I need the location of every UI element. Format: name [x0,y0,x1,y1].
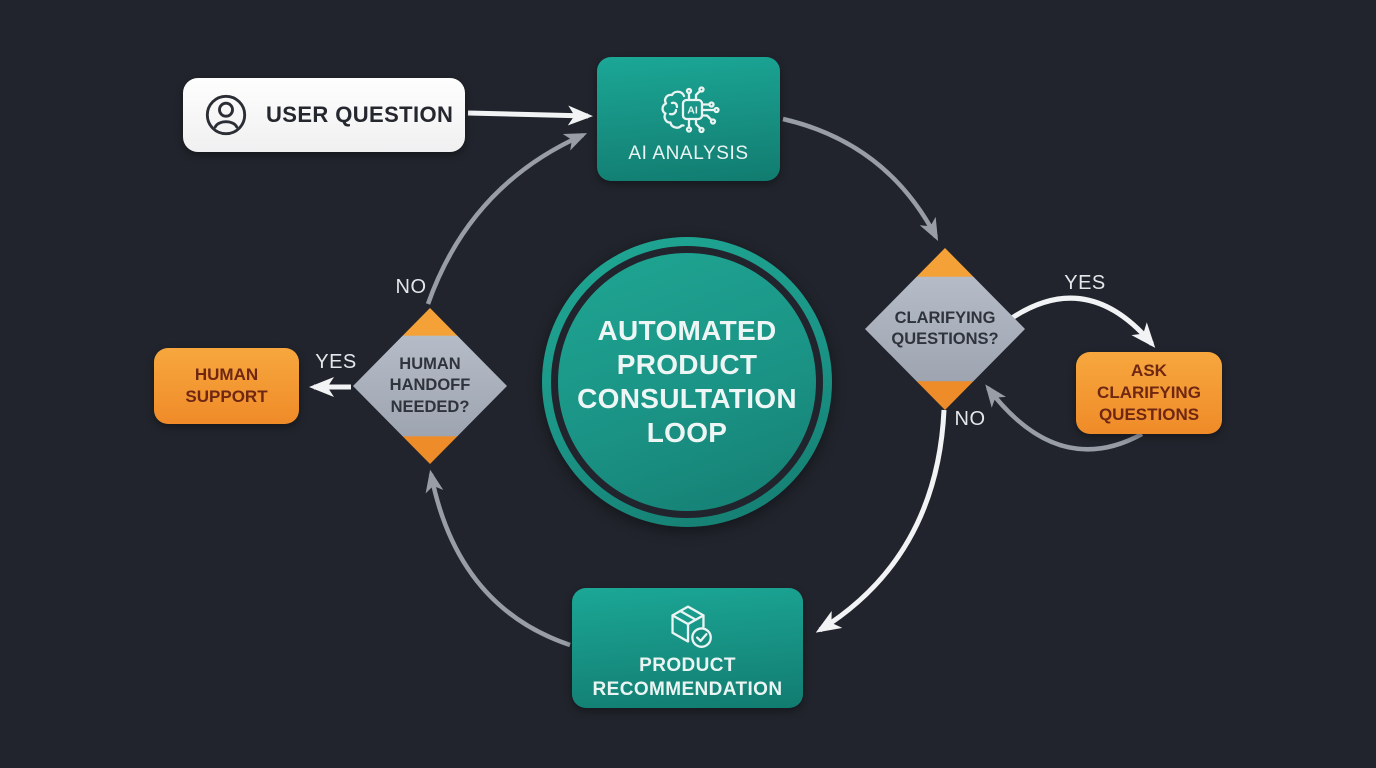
edge-product-to-handoff [425,469,571,648]
ai-chip-text: AI [687,104,698,116]
node-user-question: USER QUESTION [183,78,465,152]
edge-label-handoff-yes: YES [315,351,357,373]
edge-ai-analysis-to-clarifying [782,116,939,241]
ai-brain-chip-icon: AI [660,85,720,133]
ai-analysis-label: AI ANALYSIS [628,142,749,164]
user-question-label: USER QUESTION [266,102,454,127]
center-loop-ring [551,246,823,518]
ask-clarifying-questions-label: ASK CLARIFYING QUESTIONS [1097,360,1201,425]
edge-clarifying-no-to-product [815,409,947,633]
node-ai-analysis: AI AI ANALYSIS [597,57,780,181]
center-loop-circle: AUTOMATED PRODUCT CONSULTATION LOOP [542,237,832,527]
node-human-support: HUMAN SUPPORT [154,348,299,424]
edge-label-clarifying-no: NO [954,408,986,430]
human-support-label: HUMAN SUPPORT [185,364,268,406]
product-recommendation-label: PRODUCT RECOMMENDATION [592,655,783,700]
edge-clarifying-yes-to-ask [1010,295,1156,348]
edge-label-clarifying-yes: YES [1064,272,1106,294]
clarifying-questions-label: CLARIFYING QUESTIONS? [891,308,999,348]
edge-handoff-no-to-ai-analysis [425,132,588,305]
center-loop-title: AUTOMATED PRODUCT CONSULTATION LOOP [577,314,797,449]
human-handoff-label: HUMAN HANDOFF NEEDED? [389,354,471,416]
node-ask-clarifying-questions: ASK CLARIFYING QUESTIONS [1076,352,1222,434]
user-icon [205,94,247,136]
edge-label-handoff-no: NO [395,276,427,298]
package-check-icon [670,605,712,649]
edge-ask-back-to-clarifying [985,384,1144,452]
node-product-recommendation: PRODUCT RECOMMENDATION [572,588,803,708]
edge-user-question-to-ai-analysis [467,105,593,126]
